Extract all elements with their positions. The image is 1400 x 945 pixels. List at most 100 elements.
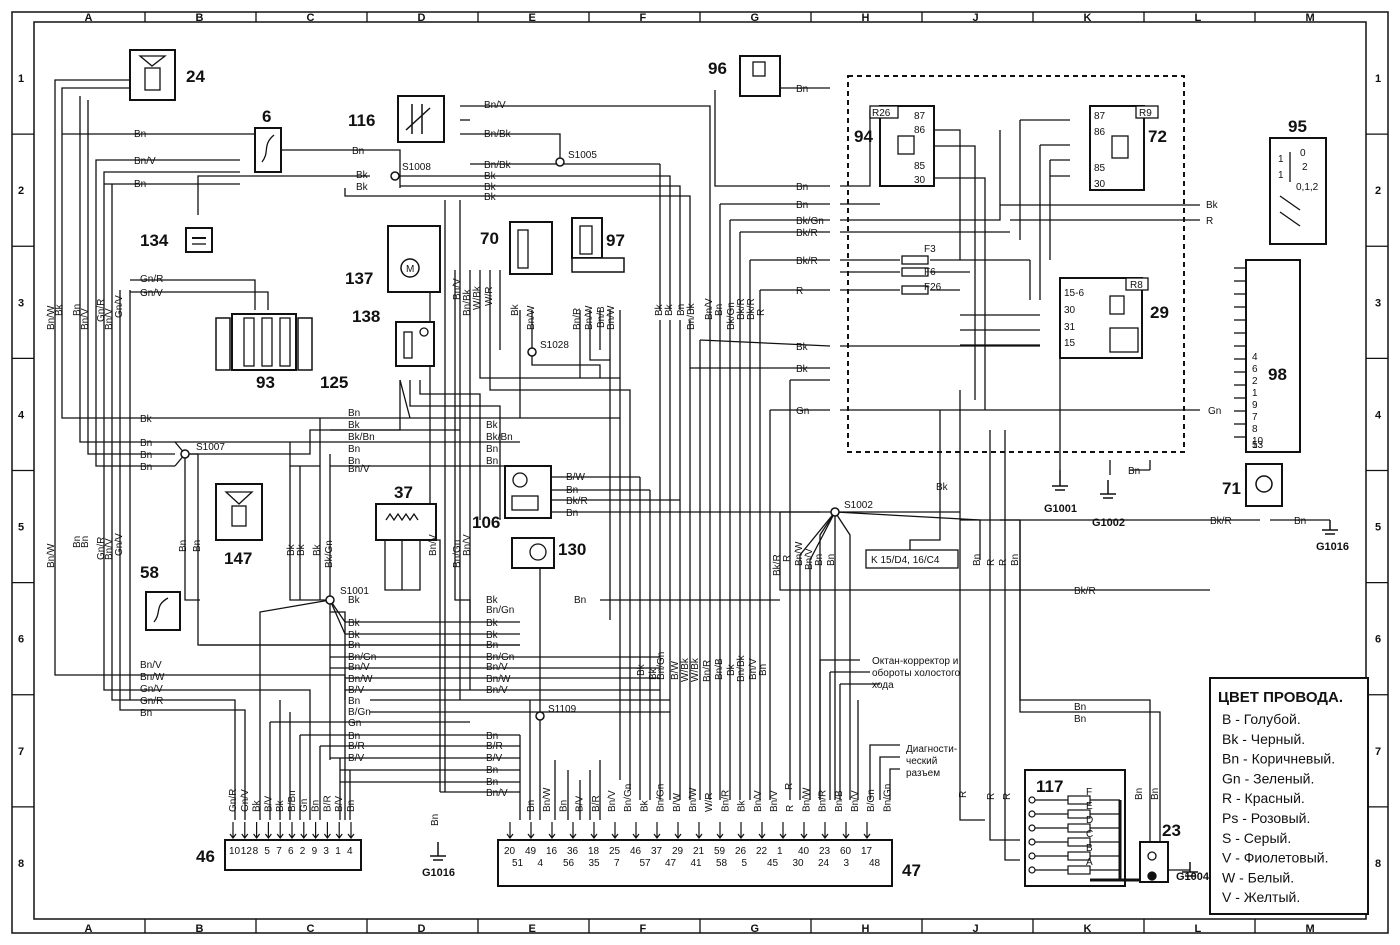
- grid-row-left: 7: [18, 746, 24, 758]
- conn47-pin-bottom: 48: [869, 858, 881, 869]
- conn98-pin: 4: [1252, 352, 1258, 363]
- component-6-label: 6: [262, 107, 271, 126]
- grid-row-right: 5: [1375, 522, 1381, 534]
- conn47-pin-bottom: 35: [589, 858, 601, 869]
- wl: Bk/R: [566, 496, 588, 507]
- conn47-pin-bottom: 57: [640, 858, 652, 869]
- wl: Bn: [348, 640, 360, 651]
- wl: Bn: [486, 765, 498, 776]
- fuses: F3 F6 F26: [901, 244, 942, 295]
- component-94-label: 94: [854, 127, 873, 146]
- conn47-wire: Bn/V: [769, 790, 780, 812]
- vertical-wire-label: W/Bk: [690, 657, 701, 682]
- s95-pin-1: 1: [1278, 154, 1284, 165]
- component-97-label: 97: [606, 231, 625, 250]
- conn47-pin-bottom: 58: [716, 858, 728, 869]
- conn46-wire: Bn: [311, 800, 322, 812]
- r94-pin-87: 87: [914, 111, 926, 122]
- conn47-pin-top: 59: [714, 846, 726, 857]
- wl: Bn: [486, 731, 498, 742]
- grid-row-left: 6: [18, 634, 24, 646]
- relay-r9: R9: [1139, 108, 1152, 119]
- wl: Bn/V: [348, 464, 370, 475]
- grid-row-left: 5: [18, 522, 24, 534]
- component-58-label: 58: [140, 563, 159, 582]
- wl: Bn: [1074, 702, 1086, 713]
- conn47-pin-bottom: 51: [512, 858, 524, 869]
- vertical-wire-label: Bn/V: [748, 658, 759, 680]
- conn117-pin: F: [1086, 787, 1092, 798]
- conn47-pin-bottom: 56: [563, 858, 575, 869]
- wl: B/V: [486, 753, 502, 764]
- wl: R: [1206, 216, 1213, 227]
- wl: Gn: [796, 406, 809, 417]
- component-130-label: 130: [558, 540, 586, 559]
- vertical-wire-label: R: [784, 783, 795, 790]
- grid-col-bottom: A: [85, 923, 93, 935]
- vertical-wire-label: Bk: [510, 303, 521, 316]
- conn47-pin-top: 20: [504, 846, 516, 857]
- vertical-wire-label: Bn: [676, 304, 687, 316]
- grid-col-top: F: [640, 12, 647, 24]
- relay-box: [847, 75, 1185, 453]
- vertical-wire-label: Bn/W: [794, 541, 805, 566]
- vertical-wire-label: B/W: [670, 661, 681, 680]
- conn47-pin-bottom: 45: [767, 858, 779, 869]
- r94-pin-86: 86: [914, 125, 926, 136]
- conn47-wire: W/R: [704, 793, 715, 812]
- wl: Bk: [484, 182, 497, 193]
- conn47-pin-bottom: 7: [614, 858, 620, 869]
- wl: Bn: [566, 485, 578, 496]
- splice-s1109: S1109: [548, 704, 577, 715]
- wl: Bn/Bk: [484, 160, 512, 171]
- vertical-wire-label: Bn/Gn: [656, 652, 667, 680]
- conn98-pin: 1: [1252, 388, 1258, 399]
- conn46-wire: B/V: [263, 796, 274, 812]
- vertical-wire-label: Bn: [1010, 554, 1021, 566]
- wl: Bn: [140, 438, 152, 449]
- vertical-wire-label: Bn: [430, 814, 441, 826]
- component-70: 70: [480, 221, 553, 275]
- grid-row-left: 4: [18, 409, 25, 421]
- grid-row-right: 8: [1375, 858, 1381, 870]
- conn47-wire: Bn/B: [834, 790, 845, 812]
- wl: Bk/R: [796, 256, 818, 267]
- wl: Bk: [348, 618, 361, 629]
- vertical-wire-label: Bn/Gn: [452, 540, 463, 568]
- vertical-wire-label: Gn/R: [96, 537, 107, 560]
- component-147: 147: [215, 483, 263, 568]
- wl: Bn/W: [348, 674, 373, 685]
- conn47-pin-top: 25: [609, 846, 621, 857]
- grid-row-right: 1: [1375, 73, 1381, 85]
- conn47-wire: Bn/R: [720, 790, 731, 812]
- conn98-pin: 2: [1252, 376, 1258, 387]
- r94-pin-85: 85: [914, 161, 926, 172]
- wl: Bn/V: [486, 662, 508, 673]
- conn46-wire: B/V: [334, 796, 345, 812]
- component-93: 93: [215, 313, 313, 392]
- s95-pin-0: 0: [1300, 148, 1306, 159]
- conn46-wire: Gn/V: [240, 789, 251, 812]
- note-diag-line2: ческий: [906, 756, 937, 767]
- grid-row-right: 3: [1375, 297, 1381, 309]
- component-96: 96: [708, 55, 781, 97]
- wl: Bn/V: [348, 662, 370, 673]
- conn117-pin: D: [1086, 815, 1093, 826]
- vertical-wire-label: Bn/W: [584, 305, 595, 330]
- ground-g1016-bottom: G1016: [422, 867, 455, 879]
- vertical-wire-label: R: [998, 559, 1009, 566]
- component-72: R9 87 86 85 30 72: [1089, 105, 1167, 191]
- conn47-wire: Bk: [737, 799, 748, 812]
- vertical-wire-label: Bk: [54, 303, 65, 316]
- wl: B/R: [348, 741, 365, 752]
- vertical-wire-label: Bk: [654, 303, 665, 316]
- conn47-wire: Bn/Gn: [882, 784, 893, 812]
- component-93-label: 93: [256, 373, 275, 392]
- relay-r26: R26: [872, 108, 891, 119]
- r72-pin-86: 86: [1094, 127, 1106, 138]
- vertical-wire-label: Bn/V: [80, 308, 91, 330]
- grid-col-bottom: J: [973, 923, 979, 935]
- vertical-wire-label: Bn/W: [606, 305, 617, 330]
